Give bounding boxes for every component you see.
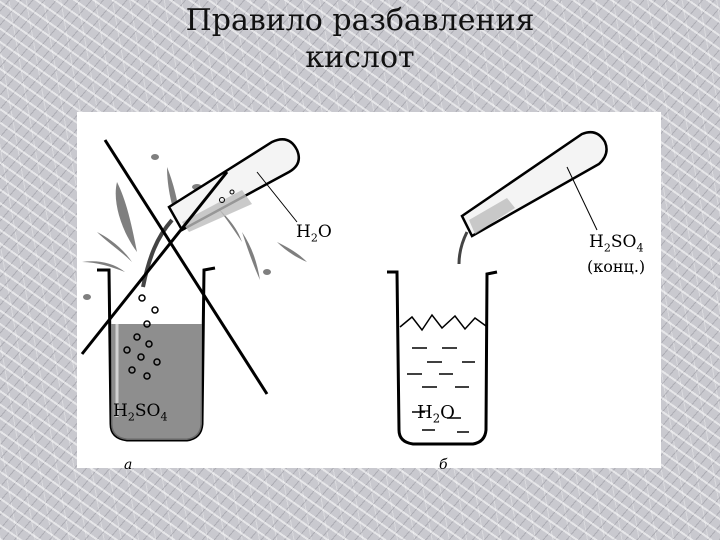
slide-title: Правило разбавления кислот [0,0,720,76]
water-surface-lines [407,347,475,433]
acid-stream [457,231,469,265]
left-test-tube [167,138,300,232]
dilution-illustration: H2O H2SO4 (конц.) H2SO4 H2O а б [77,112,661,473]
dilution-drawing [80,131,608,446]
cross-out-mark [80,139,269,395]
right-beaker [387,270,498,446]
title-line-2: кислот [305,40,415,75]
label-water-top: H2O [296,222,332,245]
label-acid-in-beaker: H2SO4 [113,401,168,424]
label-concentrated: (конц.) [587,257,646,276]
label-water-in-beaker: H2O [417,402,455,426]
right-test-tube [460,131,608,238]
title-line-1: Правило разбавления [185,3,535,38]
acid-bubbles [123,294,161,380]
label-acid-top: H2SO4 [589,232,644,255]
caption-a: а [124,457,133,473]
caption-b: б [439,457,448,473]
left-beaker [97,266,216,442]
water-stream [141,218,174,288]
